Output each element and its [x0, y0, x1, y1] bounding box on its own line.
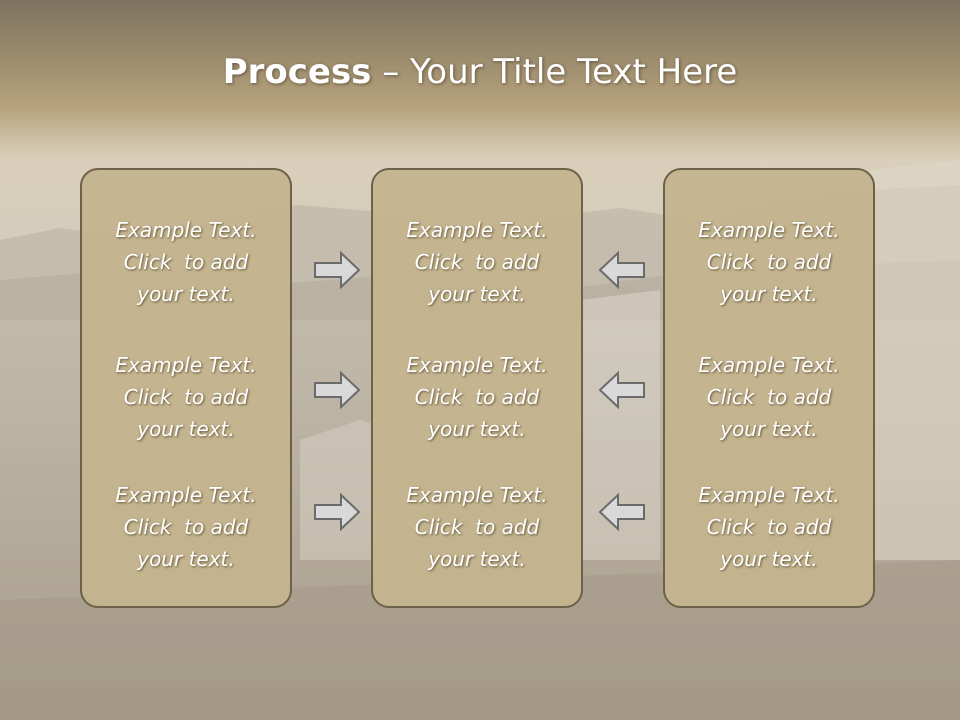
left-arrow-icon	[598, 492, 645, 532]
left-arrow-icon	[598, 370, 645, 410]
right-arrow-icon	[314, 492, 361, 532]
right-arrow-icon	[314, 370, 361, 410]
left-arrow-icon	[598, 250, 645, 290]
right-arrow-icon	[314, 250, 361, 290]
title-bold: Process	[222, 52, 372, 92]
page-title[interactable]: Process – Your Title Text Here	[0, 52, 960, 92]
title-rest: – Your Title Text Here	[371, 52, 738, 92]
